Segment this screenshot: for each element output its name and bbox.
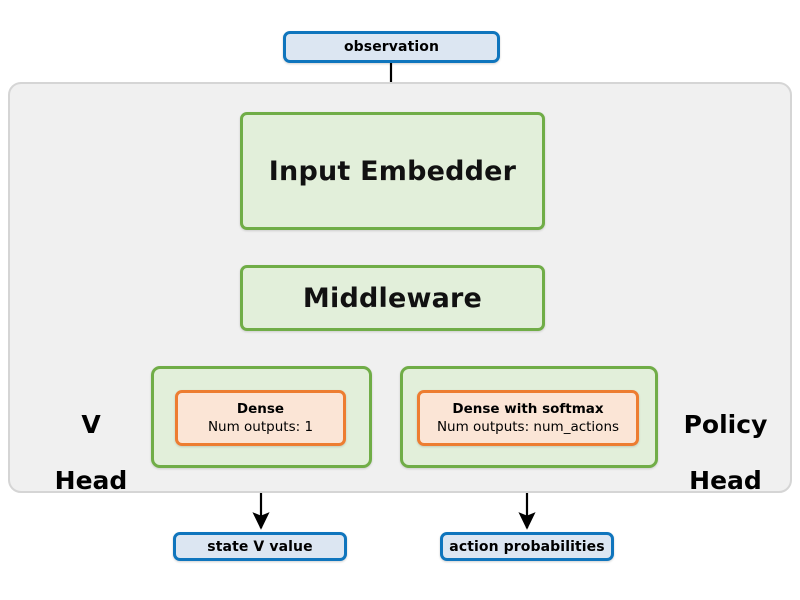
node-dense-v-head-subtitle: Num outputs: 1 xyxy=(207,419,314,435)
node-state-v-value-label: state V value xyxy=(207,538,313,555)
node-dense-with-softmax-policy-head[interactable]: Dense with softmax Num outputs: num_acti… xyxy=(417,390,639,446)
policy-head-group-label-line2: Head xyxy=(689,466,762,495)
node-input-embedder[interactable]: Input Embedder xyxy=(240,112,545,230)
node-dense-v-head[interactable]: Dense Num outputs: 1 xyxy=(175,390,346,446)
node-dense-with-softmax-subtitle: Num outputs: num_actions xyxy=(436,419,620,435)
node-observation[interactable]: observation xyxy=(283,31,500,63)
policy-head-group-label: Policy Head xyxy=(663,383,788,523)
node-action-probabilities-label: action probabilities xyxy=(449,538,605,555)
node-dense-with-softmax-title: Dense with softmax xyxy=(452,400,604,417)
v-head-group-label-line1: V xyxy=(81,410,101,439)
policy-head-group-label-line1: Policy xyxy=(683,410,768,439)
node-state-v-value[interactable]: state V value xyxy=(173,532,347,561)
v-head-group-label: V Head xyxy=(36,383,146,523)
node-middleware-label: Middleware xyxy=(302,282,483,314)
v-head-group-label-line2: Head xyxy=(54,466,128,495)
node-input-embedder-label: Input Embedder xyxy=(268,155,517,187)
node-dense-v-head-title: Dense xyxy=(236,400,285,417)
node-action-probabilities[interactable]: action probabilities xyxy=(440,532,614,561)
node-observation-label: observation xyxy=(343,39,440,55)
node-middleware[interactable]: Middleware xyxy=(240,265,545,331)
